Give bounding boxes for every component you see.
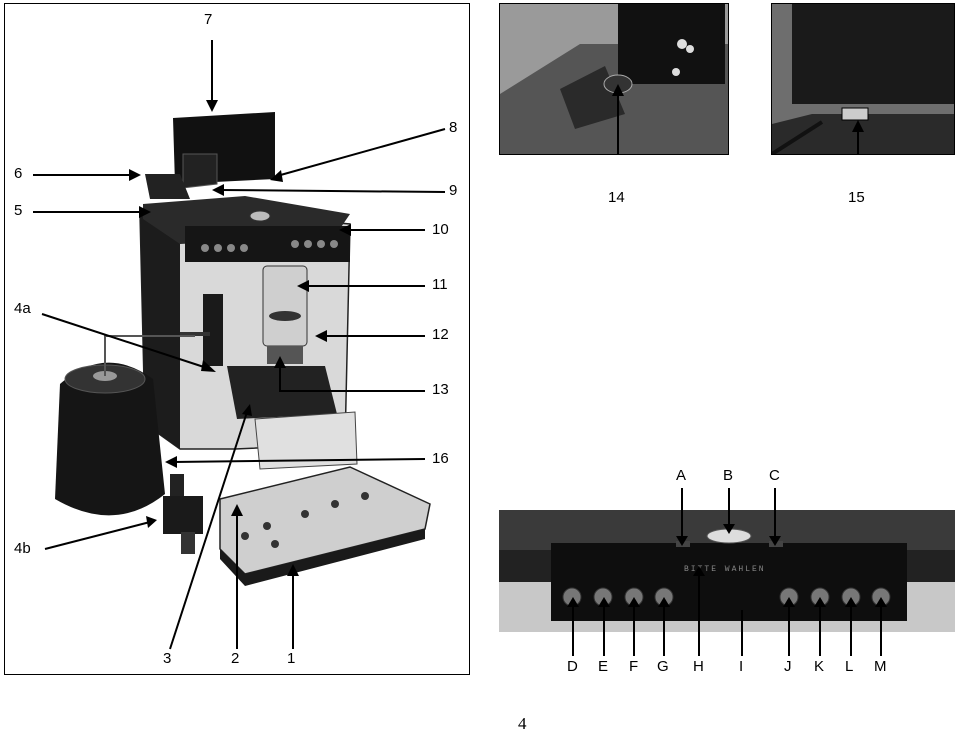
photo-power-switch: [771, 3, 955, 155]
callout-10: 10: [432, 221, 449, 238]
callout-l: L: [845, 658, 854, 675]
callout-i: I: [739, 658, 744, 675]
callout-4a: 4a: [14, 300, 31, 317]
control-panel-display: BITTE WAHLEN: [684, 565, 766, 574]
callout-1: 1: [287, 650, 296, 667]
control-panel-photo: BITTE WAHLEN: [499, 510, 955, 632]
bean-container-lid-photo-icon: [500, 4, 728, 154]
callout-11: 11: [432, 276, 448, 293]
photo-15-label: 15: [848, 189, 865, 206]
callout-2: 2: [231, 650, 240, 667]
callout-9: 9: [449, 182, 458, 199]
photo-14-label: 14: [608, 189, 625, 206]
callout-e: E: [598, 658, 609, 675]
callout-4b: 4b: [14, 540, 31, 557]
callout-16: 16: [432, 450, 449, 467]
callout-7: 7: [204, 11, 213, 28]
callout-b: B: [723, 467, 734, 484]
callout-j: J: [784, 658, 792, 675]
callout-m: M: [874, 658, 887, 675]
photo-bean-container: [499, 3, 729, 155]
callout-8: 8: [449, 119, 458, 136]
callout-3: 3: [163, 650, 172, 667]
callout-6: 6: [14, 165, 23, 182]
main-figure-panel: 7 8 6 9 5 10 11 4a 12 13 16 4b 3 2 1: [4, 3, 470, 675]
callout-a: A: [676, 467, 687, 484]
callout-k: K: [814, 658, 825, 675]
callout-h: H: [693, 658, 704, 675]
callout-5: 5: [14, 202, 23, 219]
power-switch-photo-icon: [772, 4, 954, 154]
callout-13: 13: [432, 381, 449, 398]
callout-12: 12: [432, 326, 449, 343]
page-number: 4: [518, 714, 527, 733]
callout-g: G: [657, 658, 669, 675]
callout-d: D: [567, 658, 578, 675]
callout-c: C: [769, 467, 780, 484]
coffee-machine-illustration: [33, 40, 446, 650]
callout-f: F: [629, 658, 639, 675]
